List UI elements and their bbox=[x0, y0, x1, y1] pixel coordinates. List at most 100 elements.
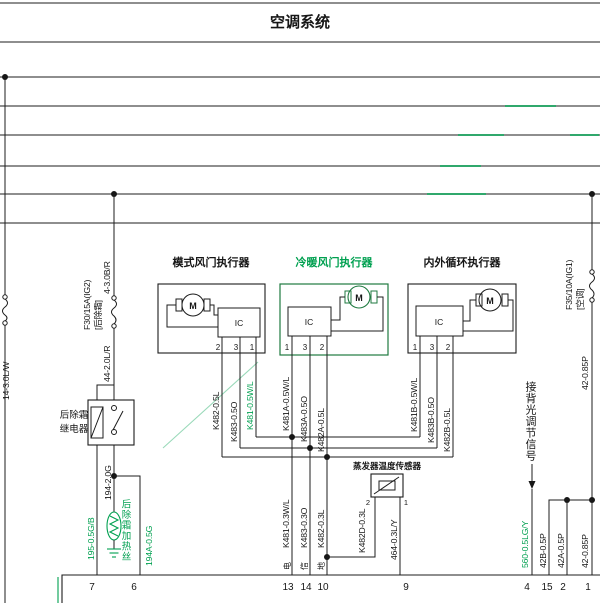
wire-label-k482-03: K482-0.3L bbox=[316, 509, 326, 548]
pin-tag-signal: 信 bbox=[299, 562, 309, 570]
highlight-marks bbox=[57, 105, 599, 603]
fuse-terminal bbox=[2, 294, 8, 300]
fuse-terminal bbox=[589, 297, 595, 303]
fuse-terminal bbox=[111, 295, 117, 301]
motor-letter: M bbox=[486, 296, 494, 306]
relay-contact-terminal bbox=[111, 429, 117, 435]
ecu-connector-box bbox=[61, 574, 600, 603]
evaporator-sensor-box bbox=[370, 473, 404, 498]
ic-chip bbox=[217, 307, 261, 338]
mode-actuator-box bbox=[157, 283, 266, 354]
terminal-4: 4 bbox=[524, 582, 530, 593]
backlight-signal: 560-0.5LG/Y bbox=[520, 464, 536, 575]
f35-fuse-branch: F35/10A(IG1) [空调] 42-0.85P 42B-0.5P 42A-… bbox=[538, 191, 595, 575]
wire-label-4-30br: 4-3.0B/R bbox=[102, 261, 112, 294]
backlight-note: 接背光调节信号 bbox=[524, 381, 536, 462]
pin-number: 2 bbox=[320, 343, 325, 352]
wire-label-k481-03: K481-0.3W/L bbox=[281, 499, 291, 548]
sensor-pin-number: 1 bbox=[404, 498, 408, 507]
motor-wire bbox=[331, 296, 384, 332]
wire-k482d bbox=[327, 497, 376, 558]
heater-element-zigzag bbox=[108, 515, 120, 537]
power-bus-lines bbox=[0, 76, 600, 224]
motor-wire bbox=[331, 296, 345, 321]
wire-label-k481: K481-0.5W/L bbox=[245, 381, 255, 430]
ic-label: IC bbox=[235, 318, 244, 328]
relay-label-line2: 继电器 bbox=[60, 423, 89, 435]
terminal-1: 1 bbox=[585, 582, 591, 593]
wire-label-k483a: K483A-0.5O bbox=[299, 396, 309, 442]
wire-label-k482d: K482D-0.3L bbox=[357, 508, 367, 553]
ic-label: IC bbox=[435, 317, 444, 327]
fuse-icon bbox=[2, 298, 8, 322]
fuse-f30-name: F30/15A(IG2) bbox=[82, 279, 92, 330]
wire-194a bbox=[114, 475, 141, 575]
fuse-terminal bbox=[2, 320, 8, 326]
defrost-heater bbox=[106, 511, 122, 558]
pin-tag-ground: 地 bbox=[316, 562, 326, 570]
pin-tag-power: 电 bbox=[282, 562, 292, 570]
mode-actuator: 模式风门执行器 M IC 2 3 1 K482-0.5L K483-0.5O K… bbox=[157, 255, 266, 457]
pin-number: 3 bbox=[430, 343, 435, 352]
wire-label-464: 464-0.3L/Y bbox=[389, 519, 399, 560]
wire-label-k481b: K481B-0.5W/L bbox=[409, 378, 419, 432]
fuse-f30-icon bbox=[111, 299, 117, 325]
wire bbox=[96, 384, 114, 400]
pin-number: 2 bbox=[216, 343, 221, 352]
wire-label-k483: K483-0.5O bbox=[229, 401, 239, 442]
terminal-9: 9 bbox=[403, 582, 409, 593]
fuse-f30-circuit: [后除霜] bbox=[92, 300, 103, 330]
recirc-actuator: 内外循环执行器 IC M 1 3 2 K481B-0.5W/L K483B-0.… bbox=[407, 255, 517, 457]
motor-wire bbox=[463, 299, 476, 322]
evaporator-sensor-label: 蒸发器温度传感器 bbox=[353, 461, 422, 471]
highlight-scribble bbox=[162, 361, 259, 449]
wire-label-k483b: K483B-0.5O bbox=[426, 397, 436, 443]
thermistor-diagonal bbox=[373, 476, 400, 495]
junction-dot bbox=[324, 454, 330, 460]
recirc-actuator-label: 内外循环执行器 bbox=[424, 255, 502, 269]
ac-control-unit: 7 6 13 14 10 9 4 15 2 1 bbox=[61, 574, 600, 603]
pin-number: 1 bbox=[285, 343, 290, 352]
wire-label-195: 195-0.5G/B bbox=[86, 517, 96, 560]
fuse-f35-icon bbox=[589, 273, 595, 299]
thermistor-icon bbox=[378, 480, 396, 491]
mode-actuator-label: 模式风门执行器 bbox=[173, 255, 251, 269]
motor-tab bbox=[203, 298, 211, 312]
evaporator-sensor: 蒸发器温度传感器 2 1 K482D-0.3L 464-0.3L/Y bbox=[324, 461, 421, 575]
motor-icon bbox=[347, 285, 371, 309]
fuse-f35-name: F35/10A(IG1) bbox=[564, 259, 574, 310]
relay-coil bbox=[90, 406, 104, 439]
wire-label-560: 560-0.5LG/Y bbox=[520, 521, 530, 568]
wire-label-k482a: K482A-0.5L bbox=[316, 408, 326, 452]
wire-label-42a: 42A-0.5P bbox=[556, 533, 566, 568]
pin-number: 1 bbox=[413, 343, 418, 352]
terminal-7: 7 bbox=[89, 582, 95, 593]
pin-number: 2 bbox=[446, 343, 451, 352]
fuse-terminal bbox=[111, 323, 117, 329]
motor-letter: M bbox=[189, 301, 197, 311]
wire-42b bbox=[548, 499, 592, 575]
left-feed-wire: 14-3.0L/W bbox=[1, 74, 11, 603]
fuse-f35-circuit: [空调] bbox=[574, 289, 585, 310]
motor-icon bbox=[478, 288, 502, 312]
terminal-10: 10 bbox=[317, 582, 329, 593]
terminal-14: 14 bbox=[300, 582, 312, 593]
wire-label-42-lower: 42-0.85P bbox=[580, 534, 590, 568]
wire-label-194a: 194A-0.5G bbox=[144, 525, 154, 566]
control-drop-wires: K481-0.3W/L K483-0.3O K482-0.3L 电 信 地 bbox=[281, 499, 326, 570]
blend-actuator: 冷暖风门执行器 IC M 1 3 2 K481A-0.5W/L K483A-0.… bbox=[279, 255, 389, 575]
pin-number: 3 bbox=[234, 343, 239, 352]
ic-label: IC bbox=[305, 317, 314, 327]
terminal-15: 15 bbox=[541, 582, 553, 593]
motor-tab bbox=[175, 298, 183, 312]
relay-coil-diagonal bbox=[90, 406, 104, 439]
wire-label-k482b: K482B-0.5L bbox=[442, 408, 452, 452]
pin-number: 1 bbox=[250, 343, 255, 352]
motor-letter: M bbox=[355, 293, 363, 303]
f30-fuse-branch: 4-3.0B/R F30/15A(IG2) [后除霜] 44-2.0L/R bbox=[82, 191, 117, 400]
motor-tab bbox=[501, 293, 509, 307]
actuator-signal-buses bbox=[222, 434, 453, 460]
terminal-13: 13 bbox=[282, 582, 294, 593]
wire-label-194: 194-2.0G bbox=[103, 465, 113, 500]
